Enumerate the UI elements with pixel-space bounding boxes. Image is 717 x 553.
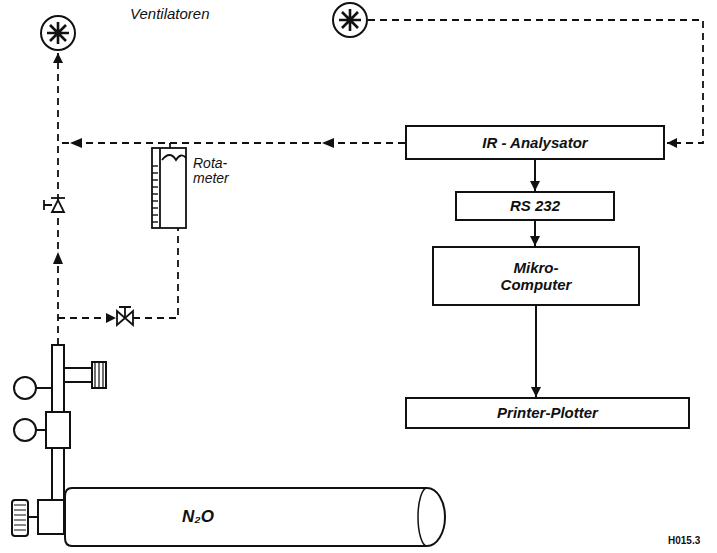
plotter-box: Printer-Plotter bbox=[405, 397, 690, 429]
fan-right bbox=[333, 3, 367, 37]
rotameter-label: Rota- meter bbox=[193, 156, 237, 187]
flow-arrows bbox=[53, 138, 334, 264]
bypass-line bbox=[58, 317, 116, 319]
gas-lines bbox=[58, 20, 703, 345]
needle-valve bbox=[117, 307, 133, 325]
data-arrow bbox=[534, 221, 536, 246]
fan-left bbox=[41, 16, 75, 50]
cylinder-outline bbox=[64, 487, 445, 547]
node-text: RS 232 bbox=[510, 197, 560, 214]
computer-box: Mikro- Computer bbox=[432, 246, 640, 306]
data-arrow bbox=[534, 160, 536, 191]
node-text: N₂O bbox=[182, 507, 214, 527]
rotameter-feed bbox=[133, 228, 178, 318]
node-text: Mikro- Computer bbox=[495, 259, 578, 294]
drawing-number: H015.3 bbox=[668, 535, 700, 546]
interface-box: RS 232 bbox=[455, 191, 615, 221]
rotameter bbox=[152, 148, 186, 228]
analyzer-box: IR - Analysator bbox=[405, 125, 665, 160]
node-text: Printer-Plotter bbox=[497, 404, 598, 421]
exhaust-line bbox=[58, 142, 405, 144]
gas-cylinder: N₂O bbox=[64, 487, 445, 547]
check-valve bbox=[44, 198, 65, 212]
node-text: IR - Analysator bbox=[482, 134, 587, 151]
fan-symbols bbox=[41, 3, 367, 50]
fans-label: Ventilatoren bbox=[130, 6, 210, 23]
data-arrow bbox=[535, 306, 537, 397]
